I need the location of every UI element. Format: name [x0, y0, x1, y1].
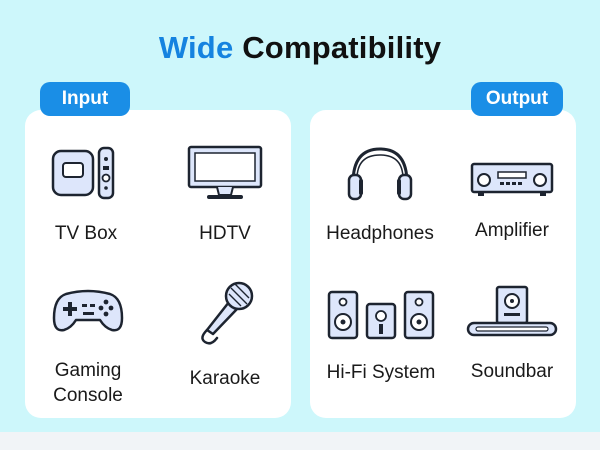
microphone-icon [201, 281, 254, 345]
amplifier-icon [470, 162, 554, 196]
device-hifi-system: Hi-Fi System [316, 290, 446, 385]
device-amplifier: Amplifier [447, 160, 577, 243]
title-accent: Wide [158, 30, 234, 65]
headphones-icon [347, 147, 413, 201]
bottom-strip [0, 432, 600, 450]
device-label: Karaoke [189, 368, 261, 389]
device-label: Hi-Fi System [326, 362, 436, 383]
output-panel [310, 110, 576, 418]
device-hdtv: HDTV [160, 145, 290, 246]
device-label: Soundbar [470, 361, 554, 382]
gamepad-icon [52, 289, 124, 332]
device-tv-box: TV Box [21, 145, 151, 246]
device-label: HDTV [199, 223, 251, 244]
device-label: TV Box [54, 223, 118, 244]
speakers-icon [327, 290, 435, 340]
input-tab: Input [40, 82, 130, 116]
device-label: Amplifier [475, 220, 549, 241]
device-gaming-console: Gaming Console [23, 289, 153, 408]
device-karaoke: Karaoke [160, 276, 290, 391]
output-tab: Output [471, 82, 563, 116]
hdtv-icon [187, 145, 263, 199]
device-label: Gaming Console [53, 360, 123, 406]
soundbar-icon [466, 285, 558, 337]
device-headphones: Headphones [315, 145, 445, 246]
device-label: Headphones [326, 223, 434, 244]
page-title: Wide Compatibility [0, 30, 600, 66]
device-soundbar: Soundbar [447, 285, 577, 384]
tv-box-icon [51, 146, 115, 200]
title-rest: Compatibility [242, 30, 442, 65]
